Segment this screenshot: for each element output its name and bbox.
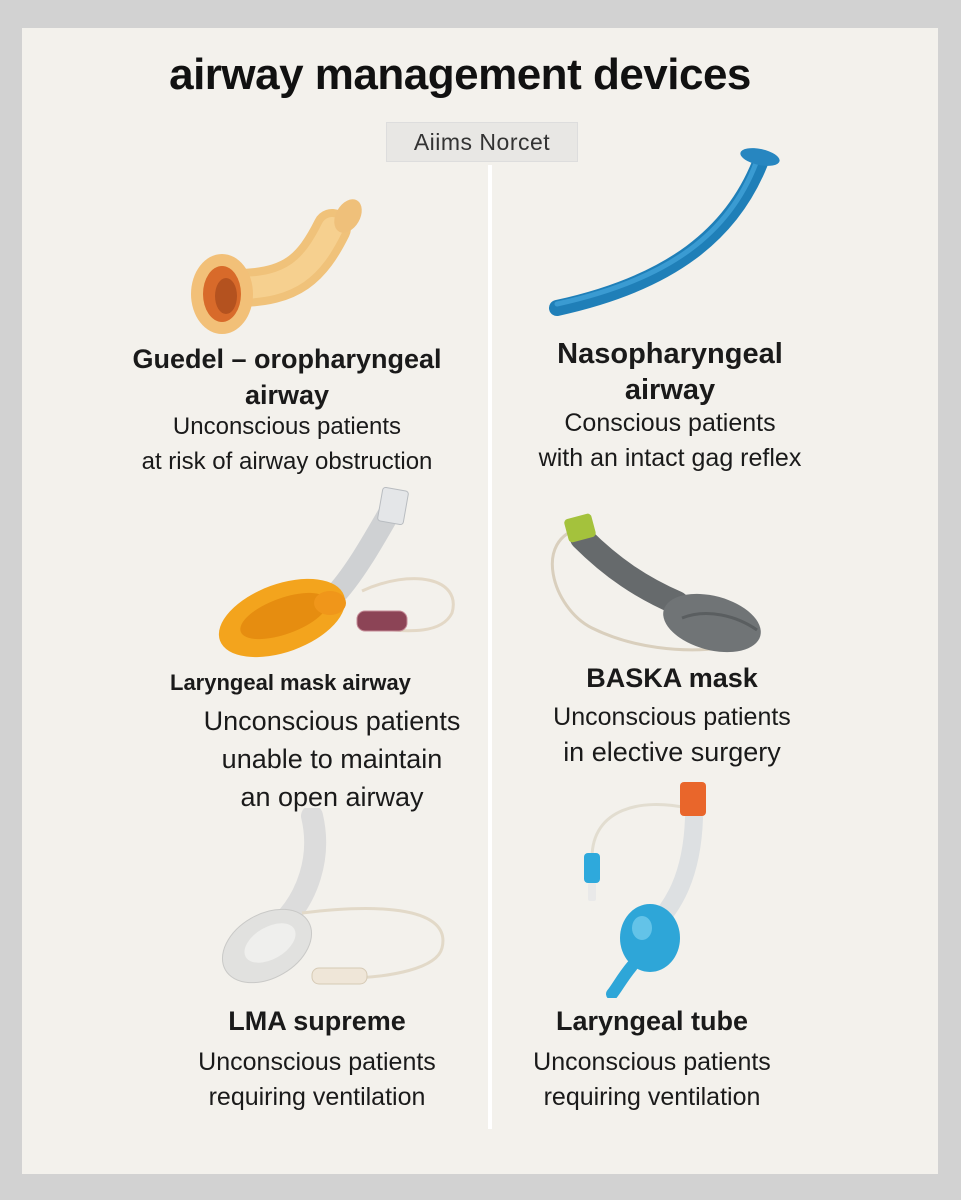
nasopharyngeal-airway-image xyxy=(549,148,780,316)
device-use: in elective surgery xyxy=(563,737,781,767)
baska-mask-image xyxy=(551,513,761,653)
guedel-airway-image xyxy=(191,199,362,334)
device-laryngeal-tube: Laryngeal tube Unconscious patients requ… xyxy=(502,1003,802,1115)
device-use: requiring ventilation xyxy=(543,1083,761,1111)
device-guedel: Guedel – oropharyngeal airway Unconsciou… xyxy=(102,341,472,479)
device-lma-supreme: LMA supreme Unconscious patients requiri… xyxy=(167,1003,467,1115)
laryngeal-tube-image xyxy=(584,782,706,998)
infographic-card: airway management devices Aiims Norcet G… xyxy=(22,28,938,1174)
device-use: unable to maintain xyxy=(221,744,443,774)
device-name: Nasopharyngeal xyxy=(557,338,783,370)
source-badge: Aiims Norcet xyxy=(386,122,578,162)
device-name: Guedel – oropharyngeal xyxy=(132,344,442,374)
column-divider xyxy=(488,165,492,1129)
device-use: requiring ventilation xyxy=(208,1083,426,1111)
device-name: airway xyxy=(624,374,716,406)
device-use: Unconscious patients xyxy=(533,1048,771,1076)
device-use: Conscious patients xyxy=(564,409,776,437)
device-use: Unconscious patients xyxy=(203,706,461,736)
device-baska: BASKA mask Unconscious patients in elect… xyxy=(522,660,822,770)
device-use: an open airway xyxy=(240,782,424,812)
device-name: BASKA mask xyxy=(586,663,758,693)
device-name: LMA supreme xyxy=(228,1006,406,1036)
device-nasopharyngeal: Nasopharyngeal airway Conscious patients… xyxy=(502,336,838,476)
device-laryngeal-mask: Laryngeal mask airway xyxy=(170,665,470,701)
page-title: airway management devices xyxy=(169,50,751,99)
laryngeal-mask-airway-image xyxy=(218,486,455,658)
lma-supreme-image xyxy=(221,808,445,985)
device-name: airway xyxy=(244,380,330,410)
device-laryngeal-mask-use: Unconscious patients unable to maintain … xyxy=(182,702,482,816)
device-use: Unconscious patients xyxy=(553,703,791,731)
device-use: at risk of airway obstruction xyxy=(141,448,433,475)
device-name: Laryngeal mask airway xyxy=(170,670,411,695)
device-name: Laryngeal tube xyxy=(555,1006,749,1036)
device-use: Unconscious patients xyxy=(172,413,402,440)
device-use: with an intact gag reflex xyxy=(538,444,802,472)
device-use: Unconscious patients xyxy=(198,1048,436,1076)
